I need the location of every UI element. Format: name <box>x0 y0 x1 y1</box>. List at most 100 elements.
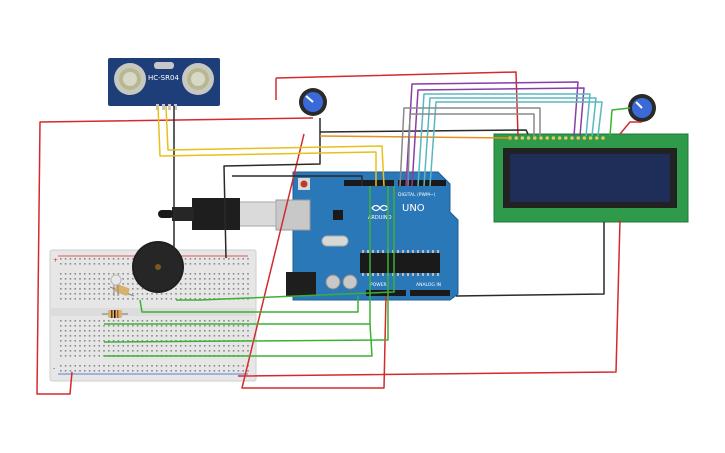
chip-leg <box>392 250 394 253</box>
breadboard-hole <box>93 320 96 322</box>
resistor-1[interactable] <box>102 310 128 318</box>
lcd-pin-7[interactable] <box>551 136 556 140</box>
breadboard-hole <box>184 288 187 290</box>
breadboard-hole <box>127 278 129 280</box>
breadboard-hole <box>175 288 177 290</box>
lcd-pin-13[interactable] <box>588 136 593 140</box>
lcd-pin-10[interactable] <box>570 136 574 140</box>
breadboard-hole <box>108 283 110 285</box>
breadboard-hole <box>146 345 148 347</box>
breadboard-hole <box>242 273 244 275</box>
breadboard-hole <box>199 278 201 280</box>
breadboard-hole <box>84 325 86 327</box>
breadboard-hole <box>64 283 67 285</box>
lcd-pin-9[interactable] <box>564 136 568 140</box>
breadboard-hole <box>98 298 100 300</box>
breadboard-hole <box>156 335 158 337</box>
lcd-pin-8[interactable] <box>557 136 562 140</box>
breadboard-hole <box>228 325 230 327</box>
breadboard-hole <box>237 345 240 347</box>
breadboard-hole <box>74 258 76 260</box>
lcd-display[interactable] <box>493 133 689 223</box>
breadboard-hole <box>208 258 211 260</box>
breadboard-hole <box>127 258 129 260</box>
lcd-pin-5[interactable] <box>539 136 543 140</box>
lcd-pin-14[interactable] <box>595 136 599 140</box>
breadboard-hole <box>165 365 168 367</box>
breadboard-hole <box>208 283 211 285</box>
breadboard-hole <box>218 288 220 290</box>
lcd-pin-3[interactable] <box>526 136 531 140</box>
ultrasonic-sensor[interactable]: HC-SR04 <box>108 58 220 110</box>
sensor-pin-gnd[interactable] <box>174 104 177 110</box>
breadboard-hole <box>204 278 206 280</box>
breadboard-hole <box>108 278 110 280</box>
breadboard-hole <box>228 263 230 265</box>
arduino-uno[interactable]: DIGITAL (PWM~) ARDUINO UNO POWER ANALOG … <box>275 171 459 301</box>
breadboard-hole <box>141 370 144 372</box>
lcd-pin-12[interactable] <box>582 136 587 140</box>
breadboard-hole <box>218 283 220 285</box>
sensor-pin-trig[interactable] <box>162 104 165 110</box>
breadboard-hole <box>175 293 177 295</box>
led[interactable] <box>110 274 122 296</box>
breadboard-hole <box>146 335 148 337</box>
chip-leg <box>367 250 369 253</box>
breadboard-hole <box>204 320 206 322</box>
breadboard-hole <box>247 345 249 347</box>
breadboard-hole <box>160 345 163 347</box>
breadboard-hole <box>165 293 168 295</box>
breadboard-hole <box>184 345 187 347</box>
breadboard-hole <box>79 288 81 290</box>
chip-leg <box>382 250 384 253</box>
breadboard-hole <box>213 320 216 322</box>
breadboard-hole <box>199 263 201 265</box>
breadboard-hole <box>184 283 187 285</box>
sensor-pin-echo[interactable] <box>168 104 171 110</box>
breadboard-hole <box>165 320 168 322</box>
breadboard-hole <box>208 335 211 337</box>
power-jack[interactable] <box>286 272 316 296</box>
breadboard-hole <box>194 325 196 327</box>
breadboard-hole <box>199 273 201 275</box>
breadboard-hole <box>122 340 124 342</box>
breadboard-hole <box>88 273 91 275</box>
breadboard-hole <box>223 288 225 290</box>
breadboard-hole <box>69 330 72 332</box>
breadboard-hole <box>156 325 158 327</box>
breadboard-hole <box>103 325 105 327</box>
breadboard-hole <box>93 365 96 367</box>
breadboard-hole <box>64 325 67 327</box>
breadboard-hole <box>103 258 105 260</box>
breadboard-hole <box>213 278 216 280</box>
lcd-pin-15[interactable] <box>601 136 605 140</box>
breadboard-hole <box>127 273 129 275</box>
lcd-pin-11[interactable] <box>576 136 580 140</box>
lcd-pin-6[interactable] <box>545 136 549 140</box>
breadboard-hole <box>199 345 201 347</box>
breadboard-hole <box>69 370 72 372</box>
lcd-pin-1[interactable] <box>514 136 518 140</box>
breadboard-hole <box>74 330 76 332</box>
potentiometer-2[interactable] <box>628 94 656 122</box>
breadboard-hole <box>64 288 67 290</box>
breadboard-hole <box>194 320 196 322</box>
lcd-pin-2[interactable] <box>520 136 525 140</box>
breadboard-hole <box>122 283 124 285</box>
breadboard-hole <box>64 330 67 332</box>
piezo-buzzer[interactable] <box>132 241 184 293</box>
breadboard-hole <box>170 293 172 295</box>
lcd-pin-4[interactable] <box>533 136 537 140</box>
breadboard-hole <box>184 258 187 260</box>
breadboard-hole <box>237 288 240 290</box>
breadboard-hole <box>122 335 124 337</box>
breadboard-hole <box>127 283 129 285</box>
breadboard-hole <box>98 325 100 327</box>
breadboard-hole <box>213 335 216 337</box>
potentiometer-1[interactable] <box>299 88 327 116</box>
breadboard-hole <box>160 320 163 322</box>
breadboard-hole <box>165 298 168 300</box>
breadboard-hole <box>64 355 67 357</box>
breadboard-hole <box>103 335 105 337</box>
breadboard-hole <box>132 335 134 337</box>
